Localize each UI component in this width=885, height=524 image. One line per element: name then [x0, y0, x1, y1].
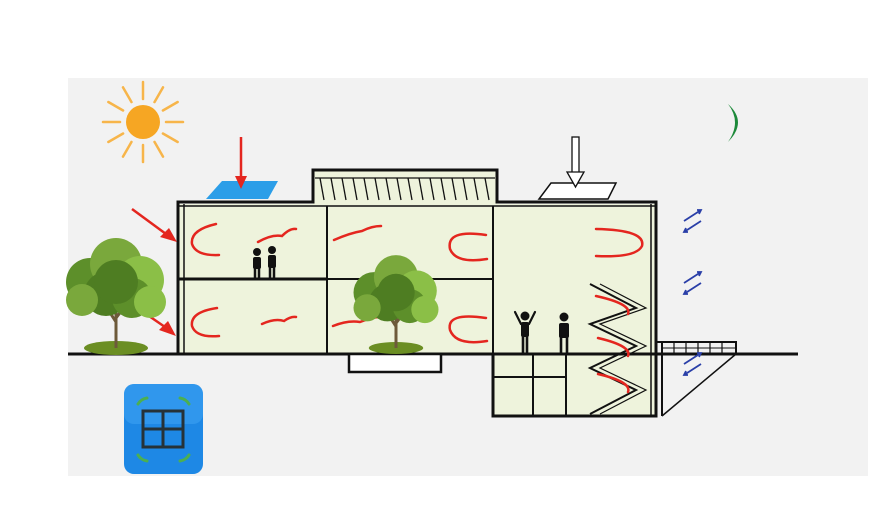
person-icon: [559, 312, 569, 355]
tree-icon: [353, 255, 439, 354]
crescent-moon-icon: [728, 104, 738, 142]
person-icon: [253, 248, 261, 280]
solar-gain-arrows: [131, 137, 247, 336]
window-app-icon: [124, 384, 203, 474]
tree-icon: [66, 238, 166, 355]
airflow-loops: [190, 222, 644, 394]
person-icon-group: [253, 246, 569, 355]
sun-icon: [101, 80, 185, 164]
night-breeze-arrows: [682, 209, 703, 376]
roof-window-icon: [537, 182, 618, 200]
blue-skylight-icon: [206, 181, 278, 199]
building-structure: [176, 168, 737, 418]
person-icon: [268, 246, 276, 280]
ventilation-down-arrow: [565, 136, 586, 189]
person-icon: [513, 310, 537, 355]
